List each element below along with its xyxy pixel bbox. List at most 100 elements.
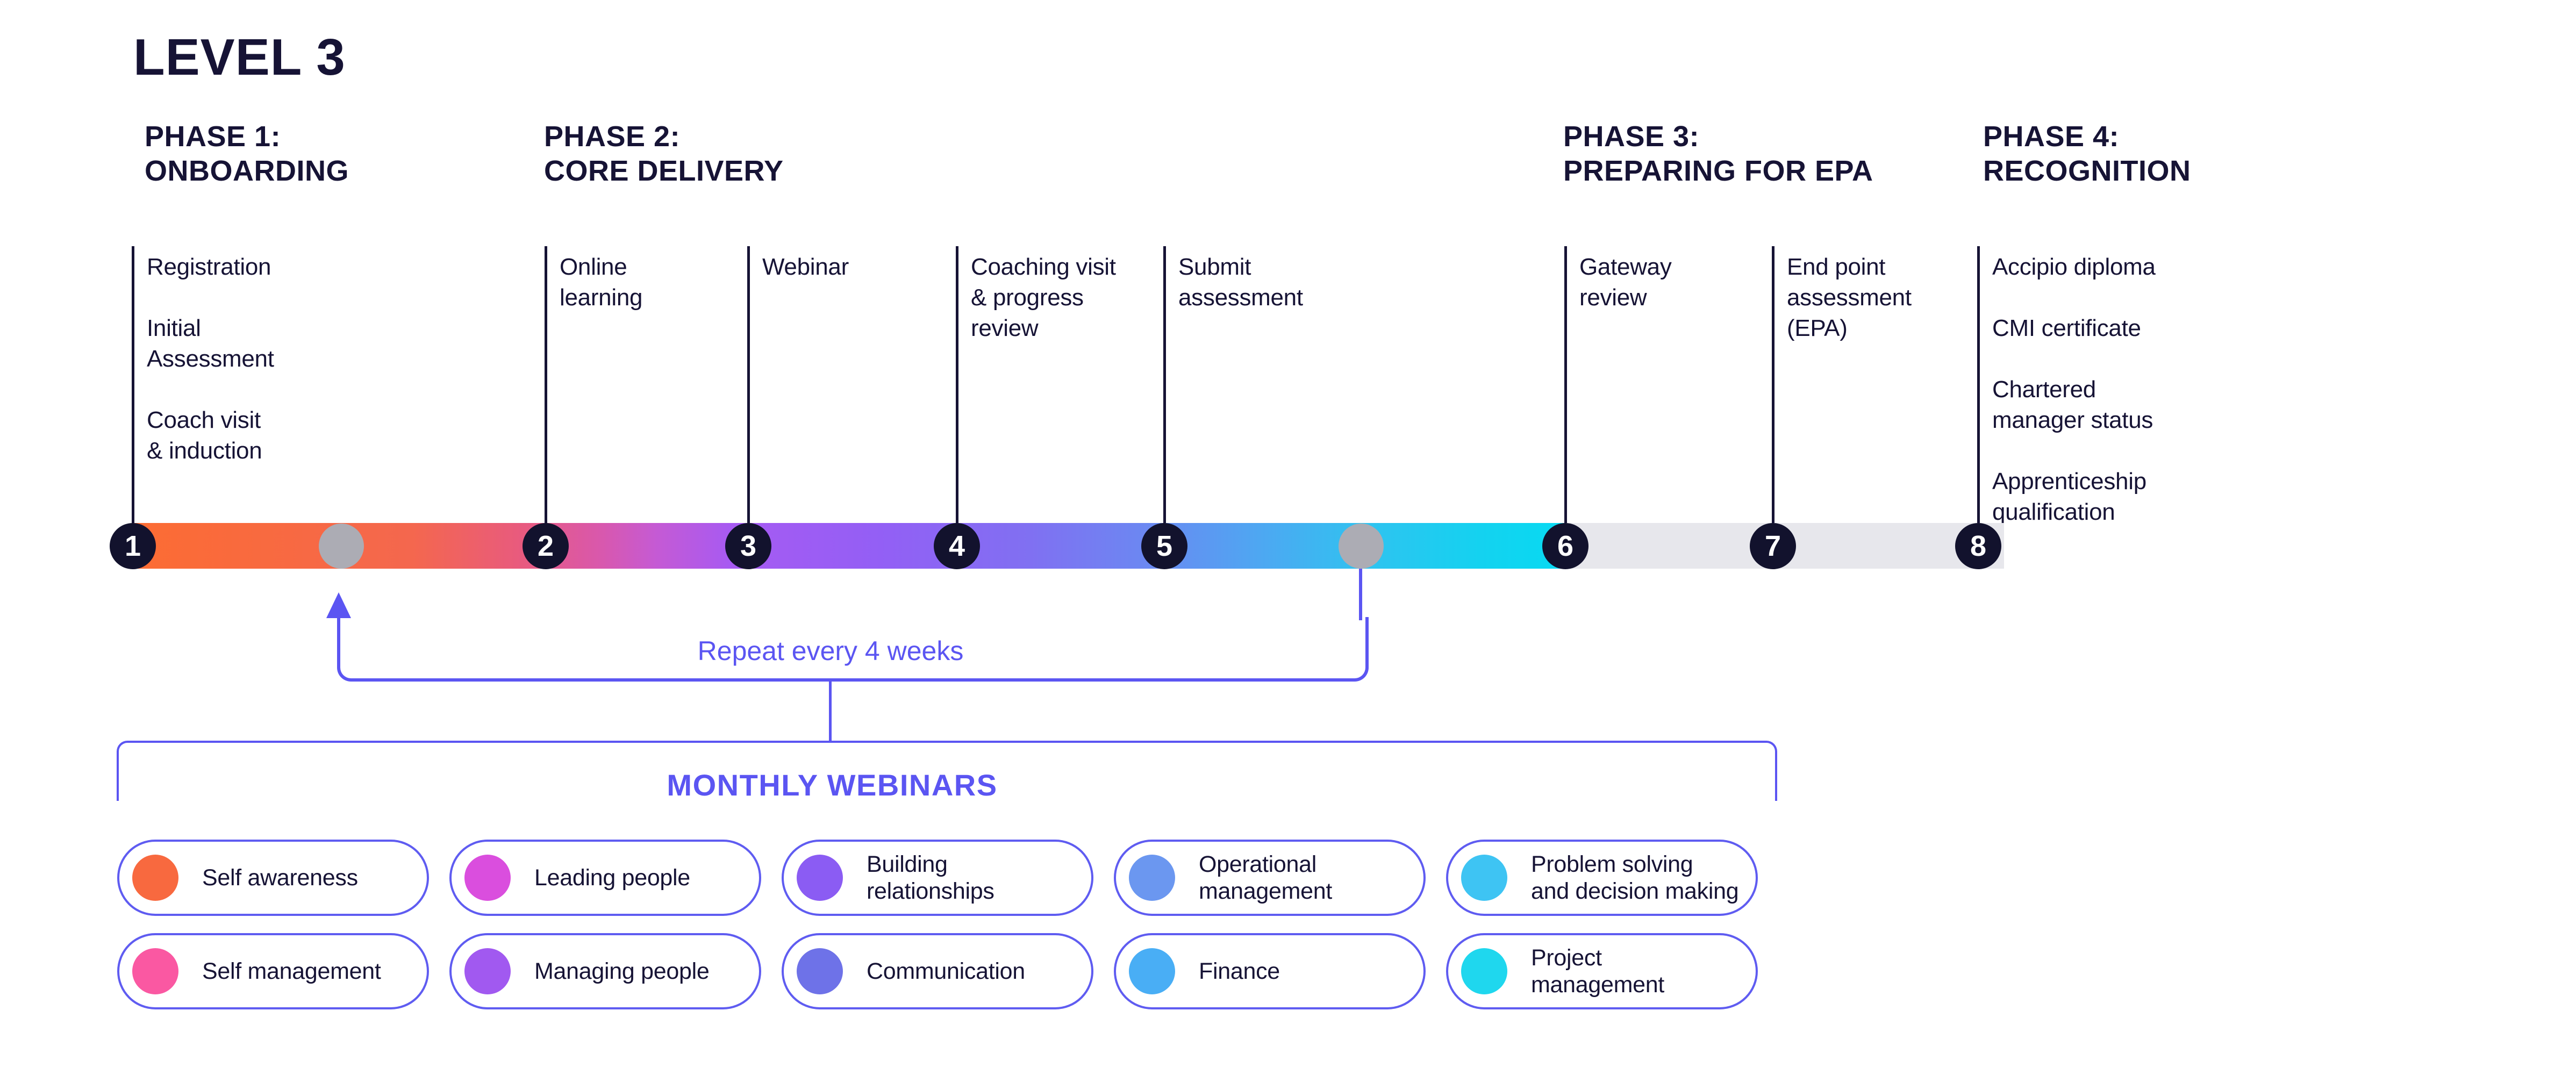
milestone-line: learning	[560, 284, 643, 311]
repeat-bracket	[337, 617, 1369, 682]
phase-heading: PHASE 2:CORE DELIVERY	[544, 119, 784, 188]
webinar-pill-label: Managing people	[534, 958, 710, 985]
webinar-pill-label-line: relationships	[867, 878, 994, 904]
webinar-pill: Managing people	[449, 933, 761, 1009]
milestone-line: assessment	[1178, 284, 1303, 311]
timeline-point: 5	[1141, 523, 1187, 569]
timeline-bar	[132, 523, 2004, 569]
phase-heading-line: PREPARING FOR EPA	[1563, 155, 1873, 187]
timeline-point-number: 4	[948, 530, 965, 562]
phase-heading-line: PHASE 1:	[145, 120, 281, 153]
timeline-point: 2	[523, 523, 569, 569]
timeline-point: 4	[934, 523, 980, 569]
milestone-tick-line	[1772, 246, 1774, 524]
milestone-line: Webinar	[762, 254, 849, 280]
webinar-dot	[1461, 855, 1507, 901]
milestone-group: Webinar	[762, 252, 849, 313]
milestone-line: CMI certificate	[1992, 315, 2141, 341]
webinar-pill-label: Self awareness	[202, 864, 358, 891]
webinar-pill-label-line: management	[1531, 972, 1664, 998]
milestone-tick-line	[132, 246, 134, 524]
webinar-pill-label-line: Finance	[1199, 958, 1280, 984]
phase-heading-line: CORE DELIVERY	[544, 155, 784, 187]
milestone-line: Accipio diploma	[1992, 254, 2156, 280]
page-title: LEVEL 3	[133, 28, 346, 86]
phase-heading-line: PHASE 3:	[1563, 120, 1700, 153]
timeline-gray-dot	[1339, 524, 1384, 569]
webinar-pill-label: Communication	[867, 958, 1025, 985]
milestone-item: Gateway review	[1579, 252, 1672, 313]
milestone-item: Coaching visit & progress review	[971, 252, 1116, 343]
milestone-line: manager status	[1992, 407, 2153, 433]
phase-heading-line: PHASE 2:	[544, 120, 681, 153]
webinar-dot	[797, 948, 843, 994]
milestone-line: review	[1579, 284, 1647, 311]
timeline-point: 7	[1750, 523, 1796, 569]
webinar-pill-label-line: Building	[867, 851, 948, 877]
phase-heading-line: PHASE 4:	[1983, 120, 2120, 153]
webinar-dot	[464, 948, 511, 994]
webinar-dot	[132, 855, 178, 901]
webinars-bracket	[117, 741, 1777, 801]
milestone-line: Coach visit	[147, 407, 261, 433]
webinars-heading: MONTHLY WEBINARS	[667, 768, 998, 802]
webinar-pill-label-line: Communication	[867, 958, 1025, 984]
phase-heading: PHASE 4:RECOGNITION	[1983, 119, 2191, 188]
milestone-tick-line	[545, 246, 547, 524]
repeat-label: Repeat every 4 weeks	[697, 636, 964, 666]
webinar-pill: Finance	[1114, 933, 1426, 1009]
milestone-tick-line	[1163, 246, 1166, 524]
webinar-pill: Self awareness	[117, 840, 429, 916]
webinar-dot	[1461, 948, 1507, 994]
up-arrow-icon	[326, 592, 351, 618]
milestone-line: review	[971, 315, 1039, 341]
timeline-point: 8	[1955, 523, 2001, 569]
webinar-dot	[132, 948, 178, 994]
milestone-line: Gateway	[1579, 254, 1672, 280]
milestone-line: assessment	[1787, 284, 1912, 311]
timeline-point-number: 8	[1970, 530, 1987, 562]
milestone-item: Coach visit& induction	[147, 405, 274, 466]
webinar-pill-label: Finance	[1199, 958, 1280, 985]
milestone-line: (EPA)	[1787, 315, 1848, 341]
milestone-tick-line	[956, 246, 958, 524]
milestone-line: Apprenticeship	[1992, 468, 2146, 494]
milestone-tick-line	[1977, 246, 1980, 524]
timeline-point-number: 2	[537, 530, 554, 562]
milestone-item: Webinar	[762, 252, 849, 282]
timeline-gray-dot	[319, 524, 364, 569]
milestone-item: CMI certificate	[1992, 313, 2156, 343]
webinar-dot	[1129, 855, 1175, 901]
webinar-dot	[797, 855, 843, 901]
milestone-item: Registration	[147, 252, 274, 282]
milestone-line: & progress	[971, 284, 1084, 311]
webinar-pill-label-line: Self awareness	[202, 865, 358, 891]
phase-heading-line: ONBOARDING	[145, 155, 349, 187]
webinar-pill-label: Self management	[202, 958, 381, 985]
webinar-pill-label-line: Operational	[1199, 851, 1317, 877]
timeline-point-number: 6	[1557, 530, 1574, 562]
webinar-pill-label-line: management	[1199, 878, 1332, 904]
webinar-dot	[464, 855, 511, 901]
timeline-point-number: 1	[124, 530, 141, 562]
phase-heading-line: RECOGNITION	[1983, 155, 2191, 187]
milestone-line: Coaching visit	[971, 254, 1116, 280]
webinar-pill-label-line: Managing people	[534, 958, 710, 984]
webinar-dot	[1129, 948, 1175, 994]
